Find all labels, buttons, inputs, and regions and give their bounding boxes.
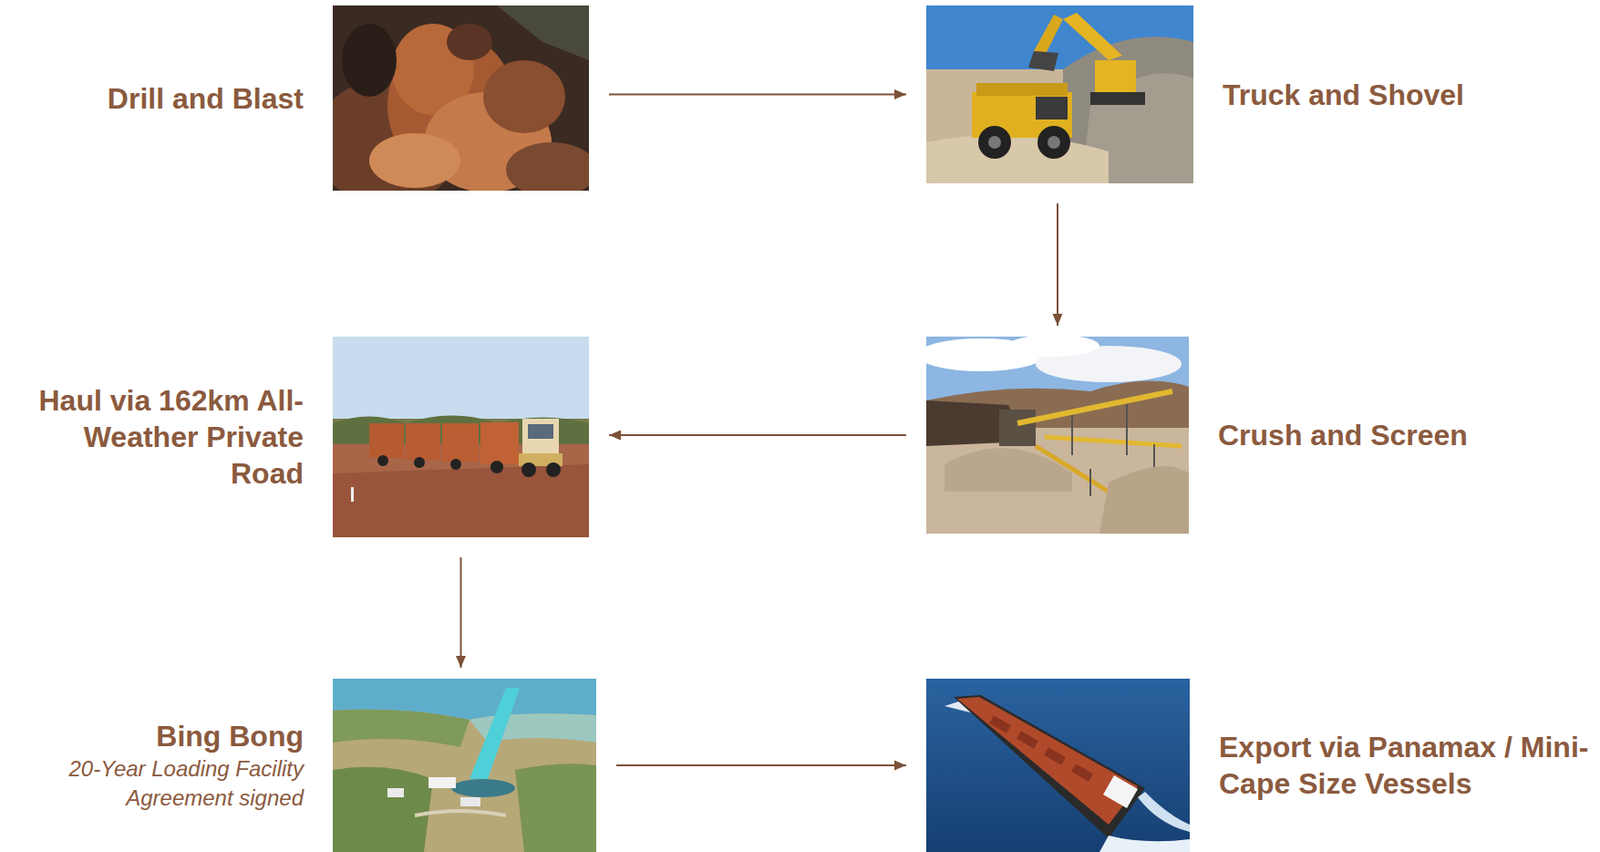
road-train-photo <box>332 336 589 537</box>
arrow-head <box>894 89 907 100</box>
bulk-carrier-photo <box>926 678 1190 852</box>
flow-arrow <box>609 93 907 96</box>
step-label: Crush and Screen <box>1218 416 1593 454</box>
photo-box: Bing Bong20-Year Loading Facility Agreem… <box>332 678 597 852</box>
photo-box: Export via Panamax / Mini-Cape Size Vess… <box>926 678 1190 852</box>
step-name: Bing Bong <box>11 717 304 754</box>
step-label: Truck and Shovel <box>1222 76 1593 114</box>
step-label: Haul via 162km All-Weather Private Road <box>11 381 304 492</box>
photo-box: Crush and Screen <box>926 336 1189 534</box>
step-name: Crush and Screen <box>1218 416 1593 454</box>
port-aerial-photo <box>332 678 597 852</box>
blast-photo <box>314 5 598 207</box>
step-note: 20-Year Loading Facility Agreement signe… <box>11 753 304 814</box>
step-label: Bing Bong20-Year Loading Facility Agreem… <box>11 717 304 814</box>
step-name: Drill and Blast <box>11 80 304 117</box>
photo-box: Drill and Blast <box>332 5 589 191</box>
photo-box: Truck and Shovel <box>926 5 1194 184</box>
arrow-head <box>455 655 466 668</box>
flow-arrow <box>1056 203 1059 326</box>
step-name: Export via Panamax / Mini-Cape Size Vess… <box>1218 728 1593 802</box>
arrow-head <box>894 760 907 771</box>
crusher-photo <box>917 334 1189 534</box>
truck-shovel-photo <box>926 5 1194 184</box>
step-name: Haul via 162km All-Weather Private Road <box>11 381 304 492</box>
step-label: Drill and Blast <box>11 80 304 117</box>
flow-arrow <box>616 763 907 766</box>
step-label: Export via Panamax / Mini-Cape Size Vess… <box>1218 728 1593 802</box>
arrow-head <box>1052 313 1064 326</box>
step-name: Truck and Shovel <box>1222 76 1593 114</box>
flow-arrow <box>609 433 907 436</box>
arrow-head <box>609 430 621 441</box>
photo-box: Haul via 162km All-Weather Private Road <box>332 336 589 537</box>
flow-arrow <box>460 557 463 668</box>
